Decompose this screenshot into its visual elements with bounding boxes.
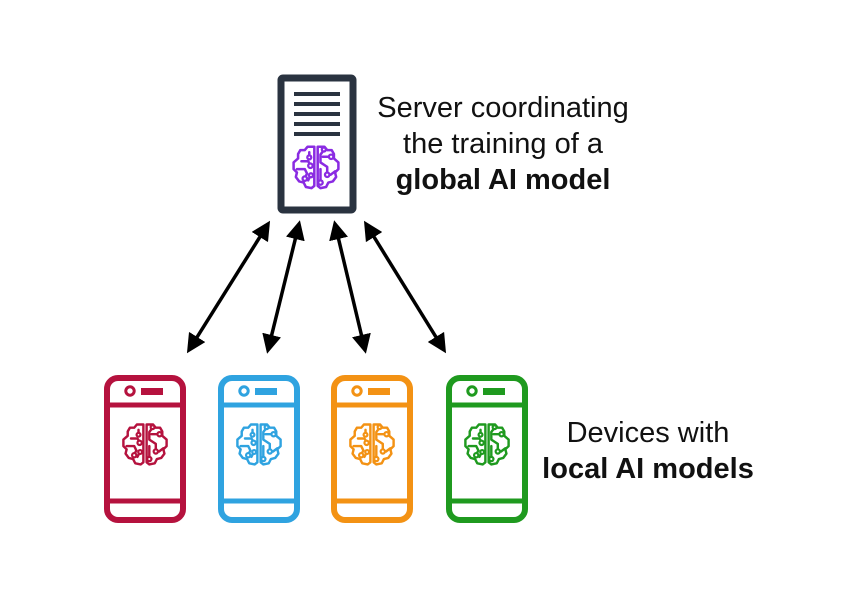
device-1-frame <box>104 375 186 523</box>
server-caption-line3: global AI model <box>396 164 611 196</box>
device-4 <box>446 375 528 523</box>
arrow-device-2 <box>262 220 305 354</box>
arrows <box>186 220 447 354</box>
devices-caption-line1: Devices with <box>567 417 730 449</box>
arrow-device-4 <box>363 220 447 354</box>
device-4-frame <box>446 375 528 523</box>
device-4-speaker <box>483 388 505 395</box>
device-2 <box>218 375 300 523</box>
devices-caption-line2: local AI models <box>542 453 754 485</box>
device-3-frame <box>331 375 413 523</box>
device-4-camera <box>466 385 478 397</box>
server-caption-line2: the training of a <box>403 128 604 160</box>
device-2-frame <box>218 375 300 523</box>
server-frame <box>277 74 357 214</box>
device-1-camera <box>124 385 136 397</box>
device-3 <box>331 375 413 523</box>
device-3-speaker <box>368 388 390 395</box>
device-1-speaker <box>141 388 163 395</box>
arrow-device-1 <box>186 220 271 354</box>
device-3-camera <box>351 385 363 397</box>
arrow-device-3 <box>329 220 371 354</box>
server-rack-lines <box>294 92 340 136</box>
device-2-camera <box>238 385 250 397</box>
device-2-speaker <box>255 388 277 395</box>
server <box>277 74 357 214</box>
server-caption-line1: Server coordinating <box>377 92 628 124</box>
device-1 <box>104 375 186 523</box>
